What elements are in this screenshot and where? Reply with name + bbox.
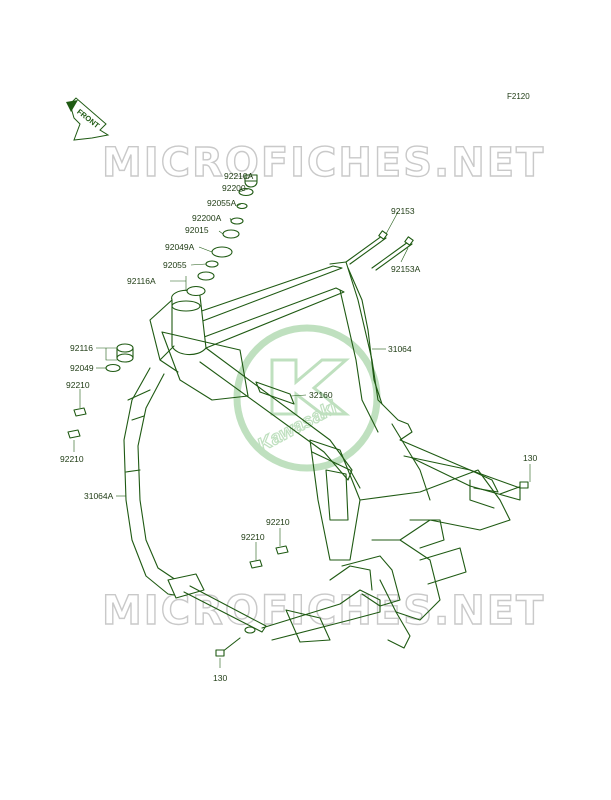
logo-text: Kawasaki [254, 397, 341, 457]
kawasaki-logo: Kawasaki [233, 324, 381, 472]
label-130-bottom: 130 [213, 673, 227, 683]
label-92210-left-lower: 92210 [60, 454, 84, 464]
label-92210A: 92210A [224, 171, 254, 181]
label-92116A: 92116A [127, 276, 156, 286]
label-92055A: 92055A [207, 198, 237, 208]
label-92210-mid-left: 92210 [241, 532, 265, 542]
label-92153A: 92153A [391, 264, 421, 274]
label-92210-mid-right: 92210 [266, 517, 290, 527]
label-32160: 32160 [309, 390, 333, 400]
label-92049A: 92049A [165, 242, 195, 252]
label-92200A: 92200A [192, 213, 222, 223]
frame-drawing [67, 174, 529, 657]
front-arrow-icon: FRONT [66, 97, 110, 141]
figure-ref: F2120 [507, 92, 530, 101]
label-92200: 92200 [222, 183, 246, 193]
label-92210-left-upper: 92210 [66, 380, 90, 390]
label-92049: 92049 [70, 363, 94, 373]
label-130-right: 130 [523, 453, 537, 463]
leader-lines [73, 175, 531, 668]
head-stack-parts [186, 174, 258, 297]
label-92015: 92015 [185, 225, 209, 235]
label-92055: 92055 [163, 260, 187, 270]
label-31064: 31064 [388, 344, 412, 354]
label-92116: 92116 [70, 343, 93, 353]
watermark-top: MICROFICHES.NET [102, 140, 545, 186]
label-92153: 92153 [391, 206, 415, 216]
label-31064A: 31064A [84, 491, 114, 501]
part-labels: 92210A 92200 92055A 92200A 92015 92049A … [60, 171, 537, 683]
